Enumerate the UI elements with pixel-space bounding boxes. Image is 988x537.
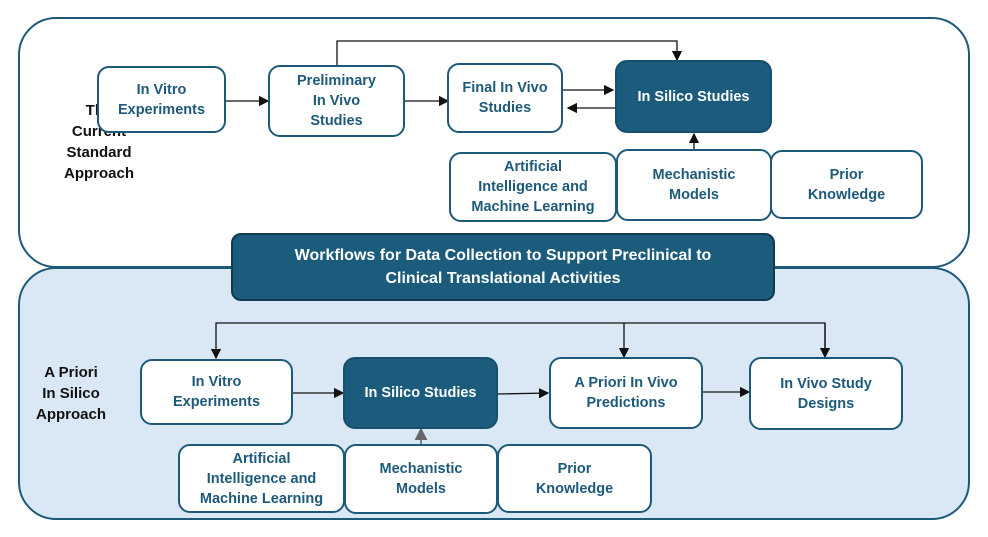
node-in-vivo-study-designs: In Vivo Study Designs bbox=[749, 357, 903, 430]
a-priori-approach-label: A Priori In Silico Approach bbox=[35, 364, 106, 423]
node-in-silico-studies: In Silico Studies bbox=[615, 60, 772, 133]
node-ai-ml-2: Artificial Intelligence and Machine Lear… bbox=[178, 444, 345, 513]
node-in-silico-studies-2: In Silico Studies bbox=[343, 357, 498, 429]
node-a-priori-in-vivo-predictions: A Priori In Vivo Predictions bbox=[549, 357, 703, 429]
workflow-title-banner: Workflows for Data Collection to Support… bbox=[231, 233, 775, 301]
node-final-in-vivo-studies: Final In Vivo Studies bbox=[447, 63, 563, 133]
current-approach-panel bbox=[18, 17, 970, 268]
node-mechanistic-models-2: Mechanistic Models bbox=[344, 444, 498, 514]
node-preliminary-in-vivo-studies: Preliminary In Vivo Studies bbox=[268, 65, 405, 137]
node-in-vitro-experiments-2: In Vitro Experiments bbox=[140, 359, 293, 425]
node-in-vitro-experiments: In Vitro Experiments bbox=[97, 66, 226, 133]
node-prior-knowledge-2: Prior Knowledge bbox=[497, 444, 652, 513]
node-prior-knowledge: Prior Knowledge bbox=[770, 150, 923, 219]
node-mechanistic-models: Mechanistic Models bbox=[616, 149, 772, 221]
node-ai-ml: Artificial Intelligence and Machine Lear… bbox=[449, 152, 617, 222]
